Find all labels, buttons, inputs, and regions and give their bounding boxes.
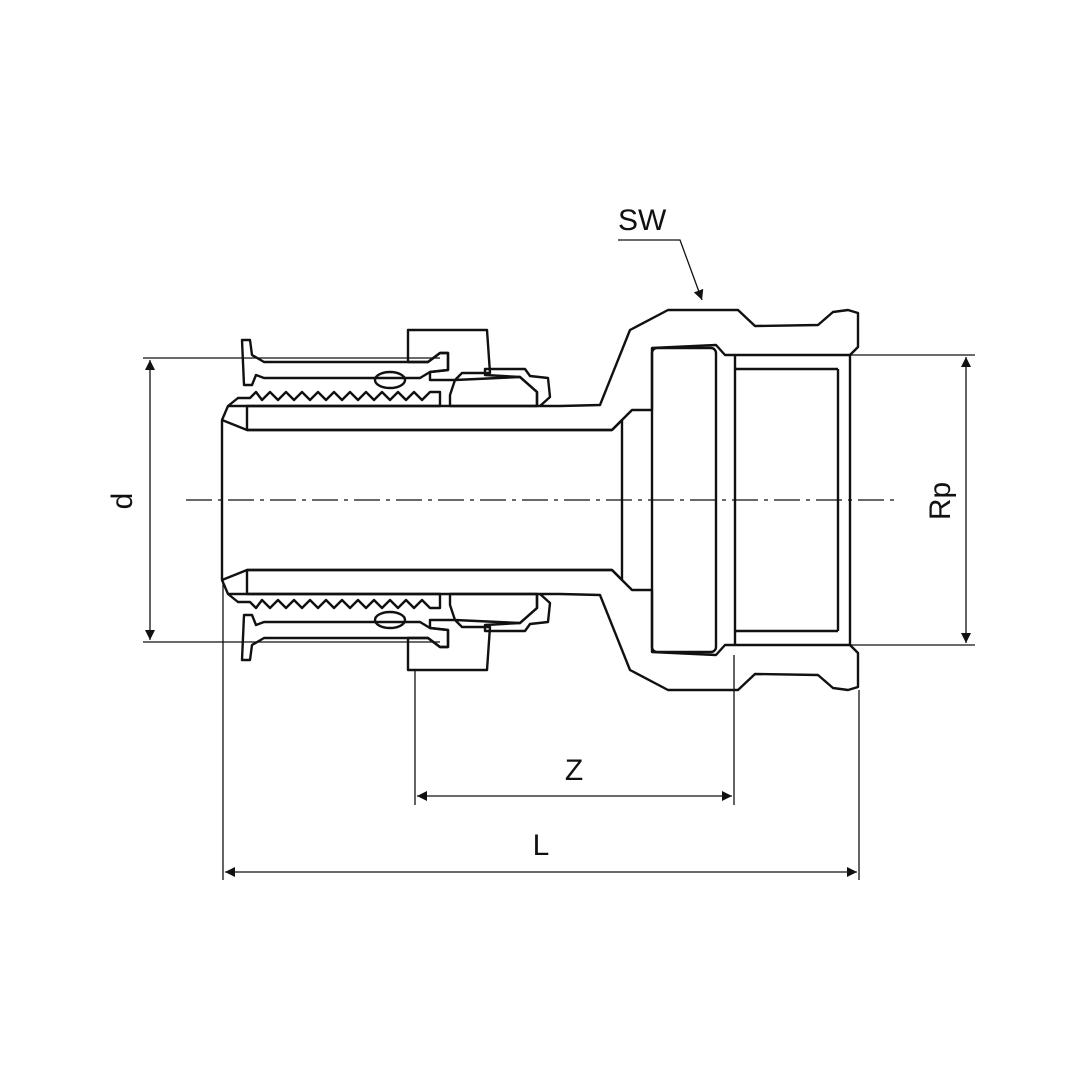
- core-lower: [226, 592, 442, 610]
- ring-insert-upper: [448, 375, 539, 408]
- z-label: Z: [565, 754, 583, 787]
- core-mouth: [220, 405, 230, 595]
- dimension-l: L: [222, 580, 860, 880]
- core-inner-lip-bottom: [221, 568, 248, 582]
- rp-label: Rp: [924, 482, 957, 520]
- dimension-z: Z: [414, 655, 735, 805]
- dimension-d: d: [106, 357, 440, 643]
- inspection-hole-bottom: [373, 610, 407, 630]
- inspection-hole-top: [373, 370, 407, 390]
- taper-top: [611, 419, 623, 431]
- dimension-rp: Rp: [840, 354, 975, 646]
- sw-leader-line: [618, 239, 704, 301]
- l-label: L: [533, 829, 550, 862]
- d-label: d: [106, 493, 139, 510]
- sw-label: SW: [618, 204, 667, 237]
- ring-upper: [406, 328, 492, 382]
- ring-insert-lower: [448, 592, 539, 625]
- taper-bottom: [611, 569, 623, 581]
- wrench-size-callout: SW: [618, 204, 704, 301]
- plastic-ring: [406, 328, 539, 672]
- core-upper: [226, 390, 442, 408]
- core-inner-lip-top: [221, 418, 248, 432]
- ring-lower: [406, 618, 492, 672]
- support-core: [220, 390, 442, 610]
